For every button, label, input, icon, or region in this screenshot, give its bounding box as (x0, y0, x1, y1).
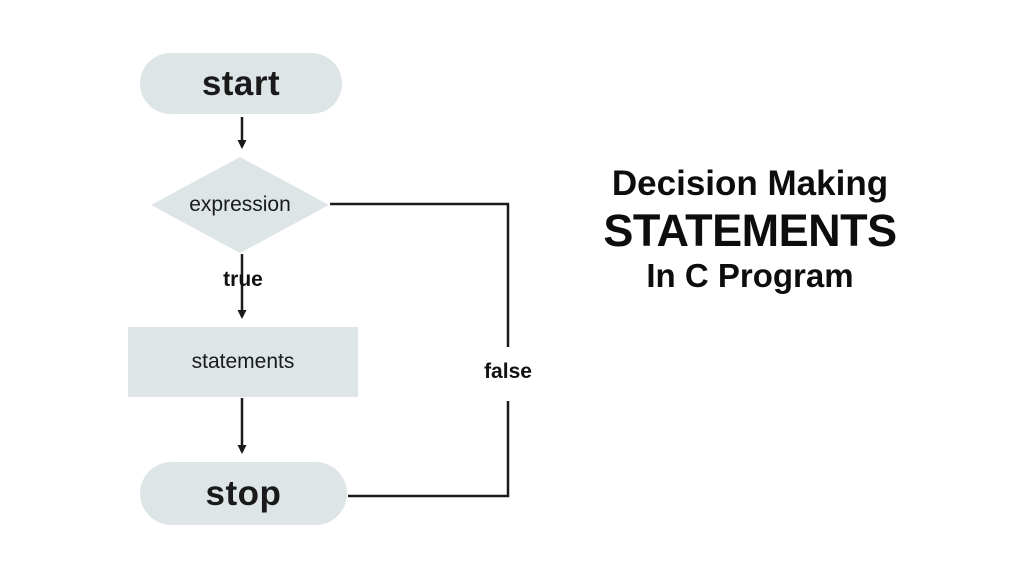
decision-diamond-shape (151, 157, 329, 253)
edge-label-true: true (223, 268, 263, 291)
edge-label-false: false (484, 360, 532, 383)
edge-false-lower (348, 401, 510, 498)
title-line-3: In C Program (646, 257, 854, 294)
title-line-1: Decision Making (611, 164, 889, 203)
node-statements-label: statements (191, 350, 295, 373)
node-expression-label: expression (189, 193, 291, 216)
node-start-label: start (201, 63, 281, 103)
edge-false-upper (330, 202, 510, 347)
title-block: Decision Making STATEMENTS In C Program (548, 162, 952, 296)
node-expression: expression (151, 157, 329, 253)
node-statements: statements (128, 327, 358, 397)
title-line-2: STATEMENTS (603, 205, 897, 256)
node-stop-label: stop (205, 473, 282, 513)
node-start: start (140, 53, 342, 114)
node-stop: stop (140, 462, 347, 525)
